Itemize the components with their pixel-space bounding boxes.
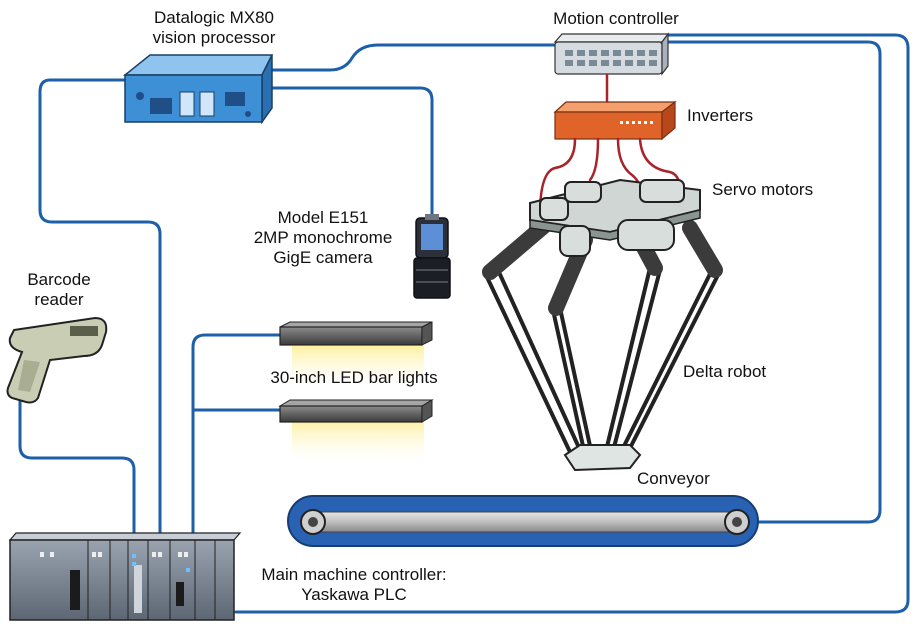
cable-vision-to-plc [38, 78, 162, 537]
cables [18, 33, 910, 614]
barcode-reader [6, 316, 108, 404]
cable-motion-to-conveyor [666, 40, 882, 524]
led-bar-light-top [279, 321, 433, 386]
cable-vision-to-camera [266, 86, 434, 220]
label-camera-line3: GigE camera [273, 248, 373, 267]
label-delta-robot: Delta robot [683, 362, 767, 381]
label-servo-motors: Servo motors [712, 180, 814, 199]
label-camera-line2: 2MP monochrome [253, 228, 393, 247]
led-bar-light-bottom [278, 399, 434, 462]
cable-vision-to-motion [268, 43, 557, 72]
plc [8, 532, 242, 621]
label-vision-processor: Datalogic MX80 vision processor [128, 8, 300, 48]
label-camera: Model E151 2MP monochrome GigE camera [238, 208, 408, 268]
conveyor [287, 495, 759, 547]
motion-controller [553, 32, 670, 76]
delta-robot [482, 178, 723, 472]
label-barcode-reader-line2: reader [34, 290, 84, 309]
camera [413, 214, 451, 299]
label-barcode-reader-line1: Barcode [27, 270, 91, 289]
label-plc-line1: Main machine controller: [261, 565, 447, 584]
label-camera-line1: Model E151 [277, 208, 369, 227]
label-inverters: Inverters [687, 106, 754, 125]
label-plc: Main machine controller: Yaskawa PLC [238, 565, 470, 605]
label-barcode-reader: Barcode reader [14, 270, 104, 310]
label-vision-processor-line2: vision processor [152, 28, 276, 47]
label-plc-line2: Yaskawa PLC [301, 585, 407, 604]
cable-barcode-to-plc [18, 396, 136, 537]
label-vision-processor-line1: Datalogic MX80 [153, 8, 274, 27]
vision-processor [122, 54, 274, 125]
label-motion-controller: Motion controller [553, 9, 679, 28]
inverters [553, 100, 677, 141]
cable-motion-to-plc [234, 33, 910, 614]
label-conveyor: Conveyor [637, 469, 710, 488]
cable-led-to-plc [191, 333, 284, 537]
label-led-bar-lights: 30-inch LED bar lights [270, 368, 438, 387]
